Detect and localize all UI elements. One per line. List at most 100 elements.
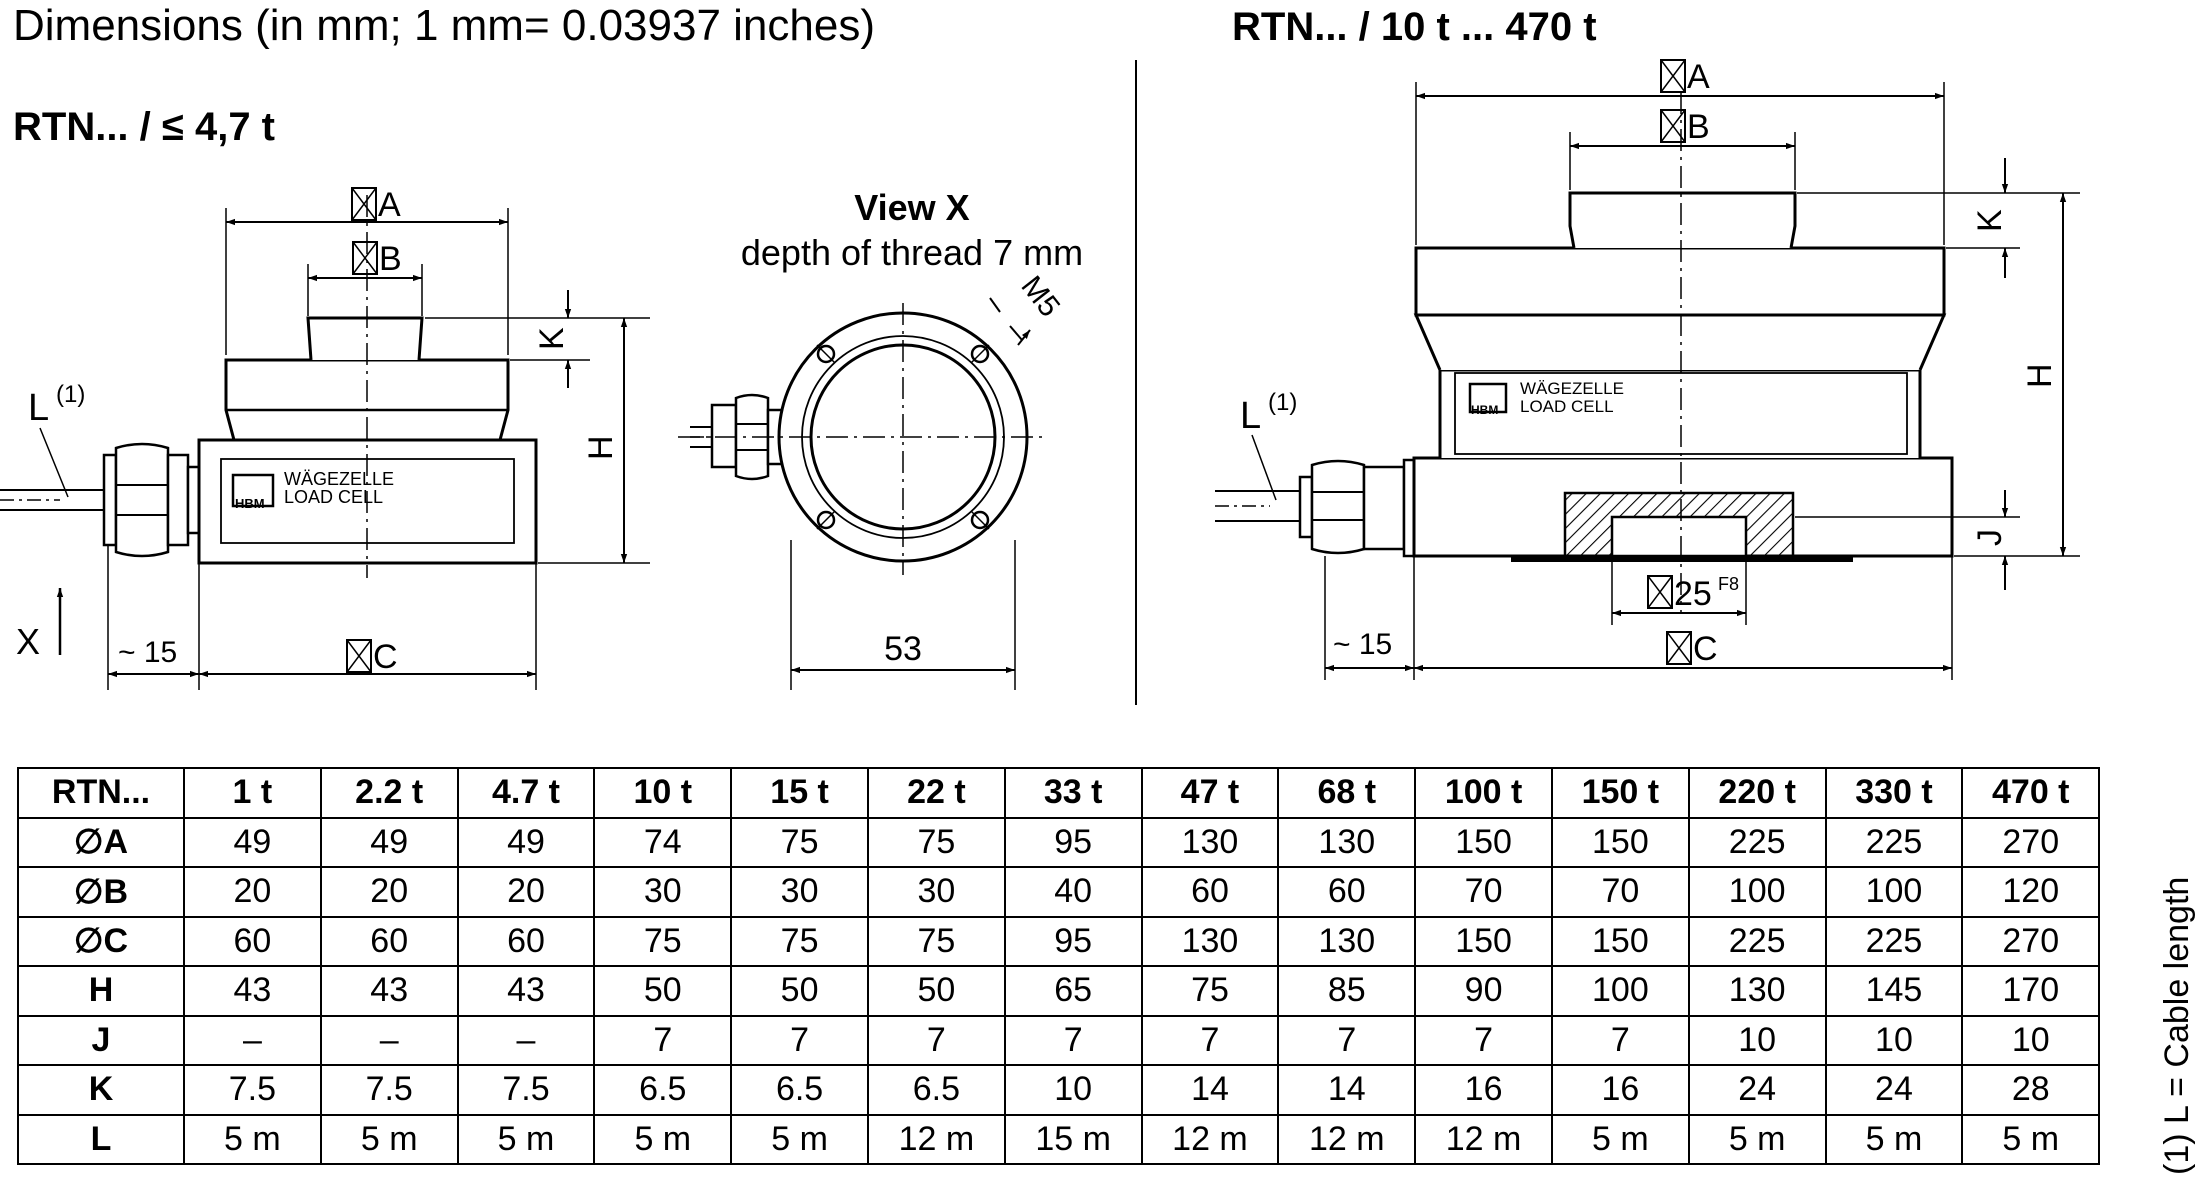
large-logo: HBM	[1471, 403, 1498, 417]
large-cable-offset: ~ 15	[1333, 628, 1392, 661]
table-cell: 170	[1961, 965, 2101, 1017]
table-cell: 150	[1550, 816, 1690, 868]
table-cell: 150	[1414, 816, 1553, 868]
table-row-label: H	[17, 965, 185, 1017]
table-cell: 225	[1687, 816, 1827, 868]
table-cell: 75	[1140, 965, 1280, 1017]
table-header-cell: 100 t	[1414, 767, 1553, 819]
table-cell: 7	[1550, 1014, 1690, 1066]
table-cell: 7	[1003, 1014, 1143, 1066]
table-cell: 7	[593, 1014, 733, 1066]
table-cell: 30	[866, 866, 1006, 918]
table-cell: 75	[730, 816, 869, 868]
table-cell: 20	[456, 866, 596, 918]
view-x-subtitle: depth of thread 7 mm	[741, 232, 1083, 273]
small-dim-h: H	[582, 435, 620, 460]
table-row-label: K	[17, 1064, 185, 1116]
table-header-cell: 47 t	[1140, 767, 1280, 819]
table-cell: 12 m	[1140, 1113, 1280, 1165]
small-load-cell	[0, 195, 538, 578]
table-cell: 60	[1140, 866, 1280, 918]
table-cell: 12 m	[866, 1113, 1006, 1165]
small-dim-labels: A B C K H L (1) X ~ 15	[16, 186, 620, 676]
table-cell: 5 m	[1961, 1113, 2101, 1165]
table-cell: 5 m	[1550, 1113, 1690, 1165]
table-cell: 225	[1824, 915, 1964, 967]
table-cell: 130	[1140, 915, 1280, 967]
table-cell: 7	[730, 1014, 869, 1066]
table-cell: –	[183, 1014, 322, 1066]
table-cell: 6.5	[593, 1064, 733, 1116]
table-cell: 74	[593, 816, 733, 868]
table-cell: 85	[1277, 965, 1417, 1017]
large-series-title: RTN... / 10 t ... 470 t	[1232, 5, 1597, 49]
table-cell: 7	[1277, 1014, 1417, 1066]
small-plate-line2: LOAD CELL	[284, 487, 383, 507]
table-cell: 7	[1414, 1014, 1553, 1066]
table-cell: 130	[1140, 816, 1280, 868]
table-cell: 100	[1824, 866, 1964, 918]
table-cell: 43	[456, 965, 596, 1017]
table-cell: 270	[1961, 915, 2101, 967]
table-header-cell: 10 t	[593, 767, 733, 819]
table-cell: 20	[319, 866, 459, 918]
table-cell: 40	[1003, 866, 1143, 918]
table-header-cell: 33 t	[1003, 767, 1143, 819]
table-cell: 30	[730, 866, 869, 918]
table-cell: 65	[1003, 965, 1143, 1017]
table-cell: –	[456, 1014, 596, 1066]
page-title: Dimensions (in mm; 1 mm= 0.03937 inches)	[13, 1, 875, 50]
table-cell: 6.5	[730, 1064, 869, 1116]
table-row-label: J	[17, 1014, 185, 1066]
table-cell: 60	[319, 915, 459, 967]
table-cell: 7	[866, 1014, 1006, 1066]
table-cell: 225	[1824, 816, 1964, 868]
large-plate-line1: WÄGEZELLE	[1520, 379, 1624, 398]
large-dim-c: C	[1693, 630, 1718, 668]
table-cell: 75	[730, 915, 869, 967]
small-nameplate: HBM WÄGEZELLE LOAD CELL	[231, 469, 394, 511]
table-cell: 60	[183, 915, 322, 967]
table-row-label: L	[17, 1113, 185, 1165]
table-cell: 16	[1414, 1064, 1553, 1116]
large-plate-line2: LOAD CELL	[1520, 397, 1614, 416]
large-dim-k: K	[1971, 209, 2009, 232]
small-dim-a: A	[378, 186, 401, 224]
table-cell: 90	[1414, 965, 1553, 1017]
table-row-label: ∅C	[17, 915, 185, 967]
table-cell: 60	[456, 915, 596, 967]
table-header-cell: 4.7 t	[456, 767, 596, 819]
table-cell: 130	[1687, 965, 1827, 1017]
table-cell: 5 m	[319, 1113, 459, 1165]
table-header-cell: 68 t	[1277, 767, 1417, 819]
cable-length-footnote: (1) L = Cable length	[2158, 876, 2196, 1175]
table-header-cell: 220 t	[1687, 767, 1827, 819]
table-cell: 43	[183, 965, 322, 1017]
large-nameplate: HBM WÄGEZELLE LOAD CELL	[1468, 379, 1624, 417]
table-cell: 7	[1140, 1014, 1280, 1066]
table-cell: 225	[1687, 915, 1827, 967]
table-cell: 70	[1414, 866, 1553, 918]
table-cell: 5 m	[593, 1113, 733, 1165]
small-cable-note: (1)	[56, 381, 85, 408]
table-cell: 16	[1550, 1064, 1690, 1116]
table-cell: 10	[1003, 1064, 1143, 1116]
view-marker-x: X	[16, 621, 40, 662]
table-cell: 7.5	[319, 1064, 459, 1116]
small-plate-line1: WÄGEZELLE	[284, 469, 394, 489]
small-dim-c: C	[373, 638, 398, 676]
table-header-cell: 470 t	[1961, 767, 2101, 819]
bore-tolerance: F8	[1718, 574, 1739, 594]
table-cell: 5 m	[730, 1113, 869, 1165]
table-cell: 7.5	[456, 1064, 596, 1116]
table-cell: 50	[730, 965, 869, 1017]
table-cell: 10	[1961, 1014, 2101, 1066]
large-dim-a: A	[1687, 58, 1710, 96]
table-cell: 43	[319, 965, 459, 1017]
